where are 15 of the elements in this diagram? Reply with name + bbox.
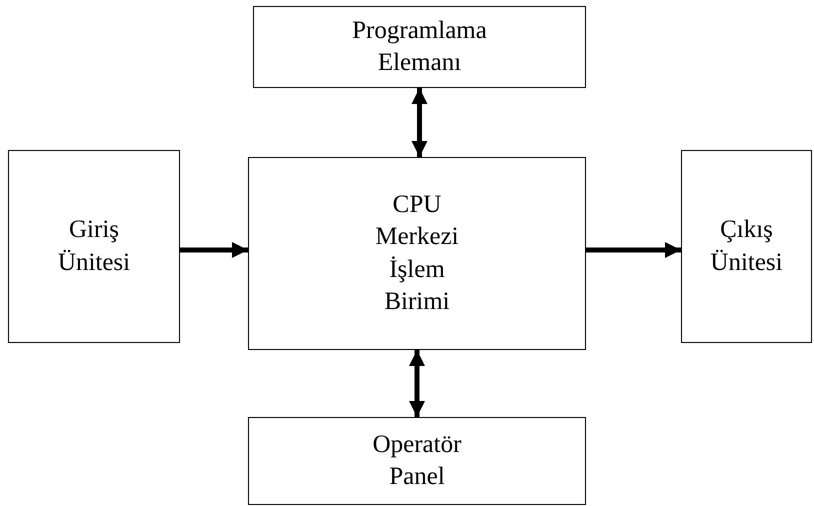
arrow bbox=[409, 350, 425, 417]
box-heading: CPU bbox=[392, 190, 442, 220]
box-label: Giriş Ünitesi bbox=[58, 215, 130, 278]
arrow bbox=[180, 242, 248, 258]
arrow bbox=[412, 88, 428, 157]
box-label: Merkezi İşlem Birimi bbox=[375, 222, 459, 317]
arrow bbox=[586, 242, 681, 258]
process-box bbox=[248, 417, 586, 505]
box-label: Çıkış Ünitesi bbox=[710, 215, 783, 278]
process-box bbox=[253, 6, 586, 88]
process-box bbox=[8, 150, 180, 343]
box-label: Operatör Panel bbox=[372, 430, 462, 492]
process-box bbox=[681, 150, 812, 343]
process-box bbox=[248, 157, 586, 350]
box-label: Programlama Elemanı bbox=[352, 16, 487, 78]
